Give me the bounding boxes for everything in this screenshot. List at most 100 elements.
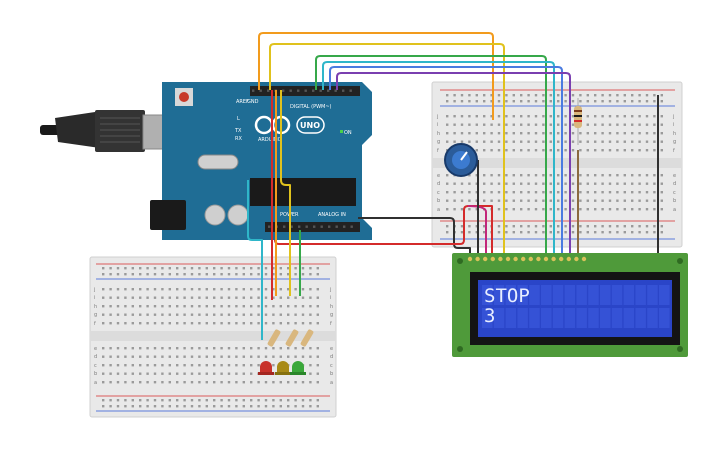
breadboard-hole[interactable] [638,100,641,103]
breadboard-hole[interactable] [497,182,501,185]
breadboard-hole[interactable] [309,322,312,325]
breadboard-hole[interactable] [190,288,194,291]
breadboard-hole[interactable] [601,199,604,202]
breadboard-hole[interactable] [316,399,319,402]
breadboard-hole[interactable] [124,399,127,402]
breadboard-hole[interactable] [446,191,449,194]
breadboard-hole[interactable] [198,399,201,402]
lcd-pin[interactable] [521,256,526,262]
breadboard-hole[interactable] [549,140,552,143]
breadboard-hole[interactable] [264,267,268,270]
breadboard-hole[interactable] [453,115,456,118]
breadboard-hole[interactable] [213,273,216,276]
breadboard-hole[interactable] [586,225,589,228]
breadboard-hole[interactable] [490,174,493,177]
breadboard-hole[interactable] [594,174,597,177]
breadboard-hole[interactable] [549,208,552,211]
breadboard-hole[interactable] [608,231,612,234]
breadboard-hole[interactable] [512,94,515,97]
breadboard-hole[interactable] [453,191,456,194]
breadboard-hole[interactable] [102,313,105,316]
breadboard-hole[interactable] [301,381,305,384]
breadboard-hole[interactable] [520,225,523,228]
breadboard-hole[interactable] [264,322,268,325]
breadboard-hole[interactable] [623,132,626,135]
breadboard-hole[interactable] [328,225,331,228]
breadboard-hole[interactable] [505,199,508,202]
breadboard-hole[interactable] [623,174,626,177]
resistor-icon[interactable] [574,98,582,145]
breadboard-hole[interactable] [213,267,216,270]
breadboard-hole[interactable] [250,399,253,402]
breadboard-hole[interactable] [250,288,253,291]
breadboard-hole[interactable] [527,231,530,234]
breadboard-hole[interactable] [116,381,120,384]
breadboard-hole[interactable] [131,399,134,402]
breadboard-hole[interactable] [198,405,201,408]
breadboard-hole[interactable] [483,199,486,202]
breadboard-hole[interactable] [490,100,493,103]
breadboard-hole[interactable] [534,208,538,211]
breadboard-hole[interactable] [468,225,471,228]
breadboard-hole[interactable] [616,191,619,194]
breadboard-hole[interactable] [520,174,523,177]
breadboard-hole[interactable] [213,288,216,291]
breadboard-hole[interactable] [264,313,268,316]
breadboard-hole[interactable] [645,191,649,194]
breadboard-hole[interactable] [168,305,171,308]
breadboard-hole[interactable] [319,89,322,92]
breadboard-hole[interactable] [161,399,164,402]
breadboard-hole[interactable] [190,296,194,299]
breadboard-hole[interactable] [631,123,634,126]
breadboard-hole[interactable] [116,322,120,325]
breadboard-hole[interactable] [594,199,597,202]
wire-orange-top[interactable] [258,32,494,120]
breadboard-hole[interactable] [653,174,656,177]
resistor-icon[interactable] [267,329,314,348]
breadboard-hole[interactable] [161,381,164,384]
breadboard-hole[interactable] [497,231,501,234]
breadboard-hole[interactable] [146,313,149,316]
lcd-pin[interactable] [505,256,511,262]
breadboard-hole[interactable] [287,313,290,316]
breadboard-hole[interactable] [205,399,208,402]
breadboard-hole[interactable] [124,267,127,270]
breadboard-hole[interactable] [608,174,612,177]
breadboard-hole[interactable] [198,273,201,276]
breadboard-hole[interactable] [168,267,171,270]
breadboard-hole[interactable] [601,94,604,97]
breadboard-hole[interactable] [161,313,164,316]
breadboard-hole[interactable] [490,115,493,118]
breadboard-hole[interactable] [579,225,582,228]
breadboard-hole[interactable] [109,364,112,367]
breadboard-hole[interactable] [220,296,223,299]
breadboard-hole[interactable] [564,140,567,143]
breadboard-hole[interactable] [645,231,649,234]
breadboard-hole[interactable] [139,273,142,276]
breadboard-hole[interactable] [109,296,112,299]
breadboard-hole[interactable] [446,208,449,211]
breadboard-hole[interactable] [116,347,120,350]
breadboard-hole[interactable] [309,267,312,270]
breadboard-hole[interactable] [176,399,179,402]
breadboard-hole[interactable] [446,100,449,103]
breadboard-hole[interactable] [176,322,179,325]
breadboard-hole[interactable] [264,399,268,402]
breadboard-hole[interactable] [131,355,134,358]
breadboard-hole[interactable] [446,174,449,177]
breadboard-hole[interactable] [198,364,201,367]
breadboard-hole[interactable] [205,296,208,299]
breadboard-hole[interactable] [213,305,216,308]
breadboard-hole[interactable] [549,115,552,118]
breadboard-hole[interactable] [483,140,486,143]
breadboard-hole[interactable] [483,132,486,135]
breadboard-hole[interactable] [579,132,582,135]
breadboard-hole[interactable] [279,313,282,316]
lcd-pin[interactable] [559,256,564,262]
breadboard-hole[interactable] [505,149,508,152]
breadboard-hole[interactable] [542,123,545,126]
breadboard-hole[interactable] [131,364,134,367]
breadboard-hole[interactable] [660,174,663,177]
breadboard-hole[interactable] [242,288,245,291]
breadboard-hole[interactable] [571,174,575,177]
